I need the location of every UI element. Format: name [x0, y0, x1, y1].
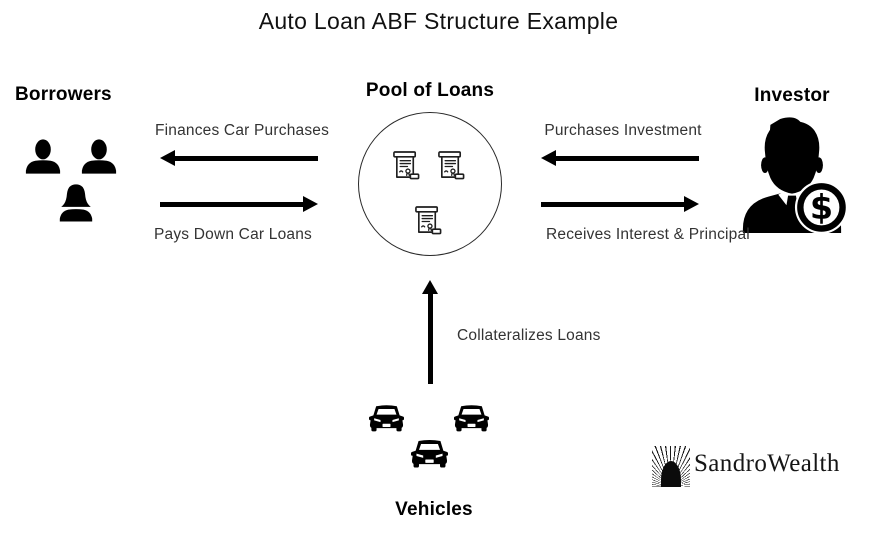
- arrowhead-right-icon: [684, 196, 699, 212]
- arrow-shaft: [554, 155, 699, 161]
- logo-arch-shape: [661, 460, 681, 487]
- arrow-pays-down-car-loans: [160, 196, 318, 212]
- flow-label-collateralizes: Collateralizes Loans: [457, 327, 601, 344]
- arrowhead-right-icon: [303, 196, 318, 212]
- arrowhead-up-icon: [422, 280, 438, 294]
- flow-label-pays-down: Pays Down Car Loans: [153, 226, 312, 243]
- arrow-purchases-investment: [541, 150, 699, 166]
- car-front-icon: [454, 404, 489, 434]
- male-user-icon: [80, 139, 118, 174]
- loan-contract-icon: [414, 204, 443, 239]
- car-front-icon: [411, 439, 448, 470]
- sandrowealth-logo-text: SandroWealth: [694, 450, 840, 477]
- arrowhead-left-icon: [541, 150, 556, 166]
- arrow-shaft: [541, 201, 686, 207]
- borrowers-label: Borrowers: [15, 84, 112, 105]
- pool-of-loans-label: Pool of Loans: [365, 80, 495, 101]
- arrow-shaft: [173, 155, 318, 161]
- arrow-receives-interest-principal: [541, 196, 699, 212]
- investor-label: Investor: [754, 85, 830, 106]
- vehicles-label: Vehicles: [395, 499, 473, 520]
- loan-contract-icon: [392, 149, 421, 184]
- arrow-shaft: [427, 292, 433, 384]
- arrowhead-left-icon: [160, 150, 175, 166]
- arrow-finances-car-purchases: [160, 150, 318, 166]
- male-user-icon: [24, 139, 62, 174]
- loan-contract-icon: [437, 149, 466, 184]
- businessman-dollar-icon: [737, 117, 847, 233]
- flow-label-finances: Finances Car Purchases: [154, 122, 330, 139]
- diagram-title: Auto Loan ABF Structure Example: [258, 8, 619, 34]
- sandrowealth-logo-icon: [652, 446, 690, 487]
- car-front-icon: [369, 404, 404, 434]
- arrow-shaft: [160, 201, 305, 207]
- flow-label-receives: Receives Interest & Principal: [546, 226, 750, 243]
- flow-label-purchases: Purchases Investment: [544, 122, 702, 139]
- arrow-collateralizes-loans: [422, 280, 438, 384]
- female-user-icon: [56, 183, 96, 222]
